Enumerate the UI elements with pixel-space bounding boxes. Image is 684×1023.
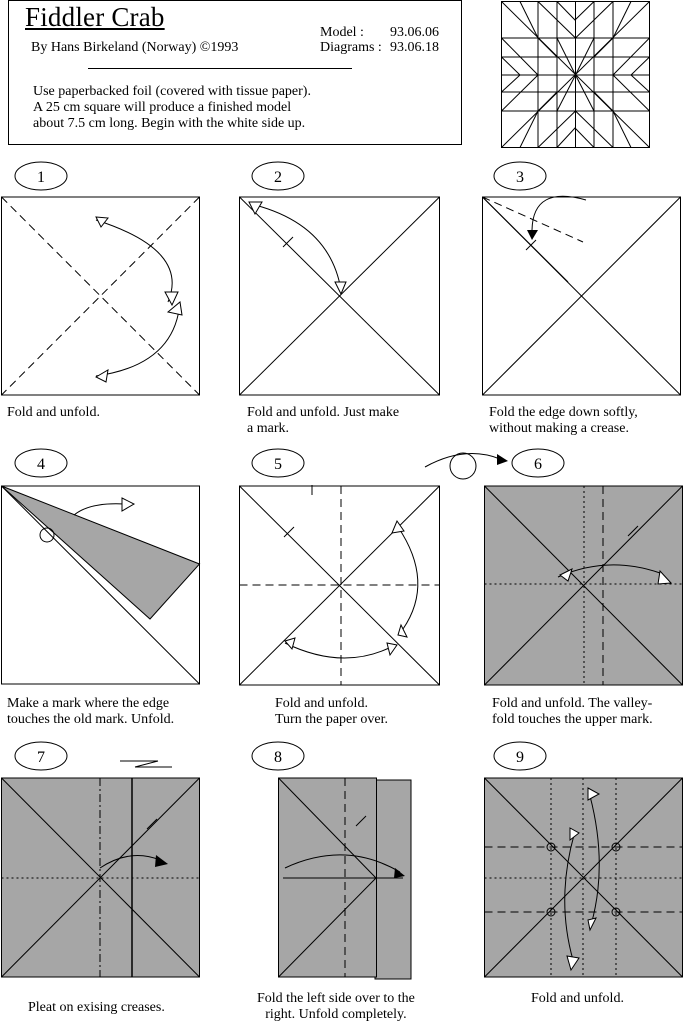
step-8-caption: Fold the left side over to the right. Un… (257, 991, 415, 1023)
step-4-diagram: 4 (1, 448, 201, 685)
step-5-caption: Fold and unfold. Turn the paper over. (275, 696, 388, 728)
intro-text: Use paperbacked foil (covered with tissu… (33, 84, 311, 132)
caption-line: right. Unfold completely. (265, 1007, 407, 1022)
diagrams-value: 93.06.18 (390, 40, 439, 55)
header-box (8, 0, 462, 145)
step-9-caption: Fold and unfold. (531, 991, 624, 1007)
diagrams-label: Diagrams : (320, 40, 382, 55)
step-number: 9 (516, 749, 524, 766)
step-number: 8 (274, 749, 282, 766)
caption-line: Fold and unfold. (7, 405, 100, 420)
step-2-caption: Fold and unfold. Just make a mark. (247, 405, 399, 437)
step-3-diagram: 3 (482, 161, 681, 396)
step-7-caption: Pleat on exising creases. (28, 1000, 165, 1016)
intro-line: Use paperbacked foil (covered with tissu… (33, 84, 311, 99)
caption-line: Make a mark where the edge (7, 696, 170, 711)
caption-line: a mark. (247, 421, 289, 436)
caption-line: touches the old mark. Unfold. (7, 712, 175, 727)
step-6-caption: Fold and unfold. The valley- fold touche… (492, 696, 653, 728)
step-3-caption: Fold the edge down softly, without makin… (489, 405, 638, 437)
step-number: 2 (274, 169, 282, 186)
step-number: 1 (37, 169, 45, 186)
caption-line: Turn the paper over. (275, 712, 389, 727)
step-number: 3 (516, 169, 524, 186)
caption-line: Fold and unfold. (275, 696, 368, 711)
intro-line: A 25 cm square will produce a finished m… (33, 100, 292, 115)
step-number: 5 (274, 456, 282, 473)
step-2-diagram: 2 (239, 161, 440, 396)
caption-line: fold touches the upper mark. (492, 712, 653, 727)
turn-over-icon (424, 452, 508, 480)
caption-line: Fold and unfold. Just make (247, 405, 400, 420)
step-1-diagram: 1 (1, 161, 200, 396)
step-number-badge (14, 161, 68, 191)
caption-line: Fold the edge down softly, (489, 405, 638, 420)
pleat-icon (120, 760, 172, 768)
crease-pattern-thumbnail (501, 0, 650, 148)
model-label: Model : (320, 25, 364, 40)
step-1-caption: Fold and unfold. (7, 405, 100, 421)
page-title: Fiddler Crab (25, 2, 165, 32)
step-number: 6 (534, 456, 542, 473)
step-6-diagram: 6 (484, 448, 683, 686)
step-8-diagram: 8 (251, 741, 412, 980)
step-number: 7 (37, 749, 45, 766)
model-value: 93.06.06 (390, 25, 439, 40)
header-rule (88, 68, 352, 69)
caption-line: Fold and unfold. The valley- (492, 696, 653, 711)
caption-line: Pleat on exising creases. (28, 1000, 165, 1015)
step-number: 4 (37, 456, 45, 473)
caption-line: without making a crease. (489, 421, 629, 436)
step-4-caption: Make a mark where the edge touches the o… (7, 696, 174, 728)
intro-line: about 7.5 cm long. Begin with the white … (33, 116, 306, 131)
caption-line: Fold the left side over to the (257, 991, 415, 1006)
author-line: By Hans Birkeland (Norway) ©1993 (31, 40, 239, 55)
meta-info: Model : 93.06.06 Diagrams : 93.06.18 (320, 25, 439, 55)
caption-line: Fold and unfold. (531, 991, 624, 1006)
step-9-diagram: 9 (484, 741, 683, 978)
step-5-diagram: 5 (239, 448, 440, 686)
step-7-diagram: 7 (1, 741, 200, 978)
